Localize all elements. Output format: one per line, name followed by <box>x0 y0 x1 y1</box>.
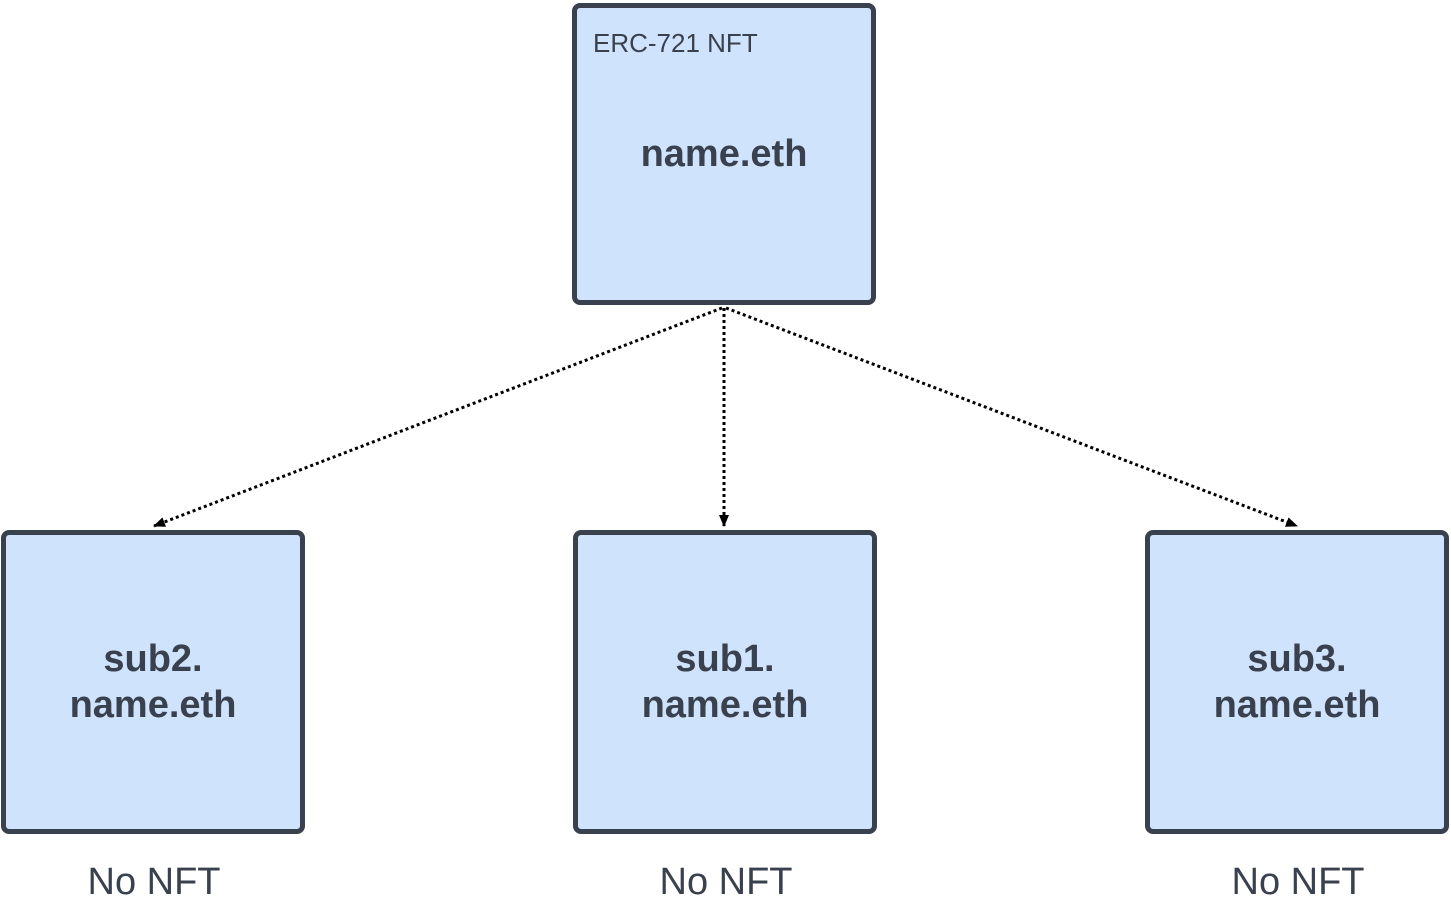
subdomain-node-title: sub2. name.eth <box>69 638 237 726</box>
subdomain-node-sub2: sub2. name.eth <box>1 530 305 834</box>
subdomain-node-title: sub3. name.eth <box>1213 638 1381 726</box>
subdomain-node-sub3: sub3. name.eth <box>1145 530 1449 834</box>
no-nft-caption-sub1: No NFT <box>659 861 793 903</box>
no-nft-caption-sub3: No NFT <box>1231 861 1365 903</box>
edge-root-to-sub3 <box>725 306 1298 528</box>
erc721-nft-tag: ERC-721 NFT <box>593 28 758 58</box>
root-node-title: name.eth <box>640 133 808 175</box>
edge-root-to-sub2 <box>153 306 723 528</box>
subdomain-node-sub1: sub1. name.eth <box>573 530 877 834</box>
no-nft-caption-sub2: No NFT <box>87 861 221 903</box>
subdomain-node-title: sub1. name.eth <box>641 638 809 726</box>
root-node-name-eth: ERC-721 NFT name.eth <box>572 3 876 305</box>
